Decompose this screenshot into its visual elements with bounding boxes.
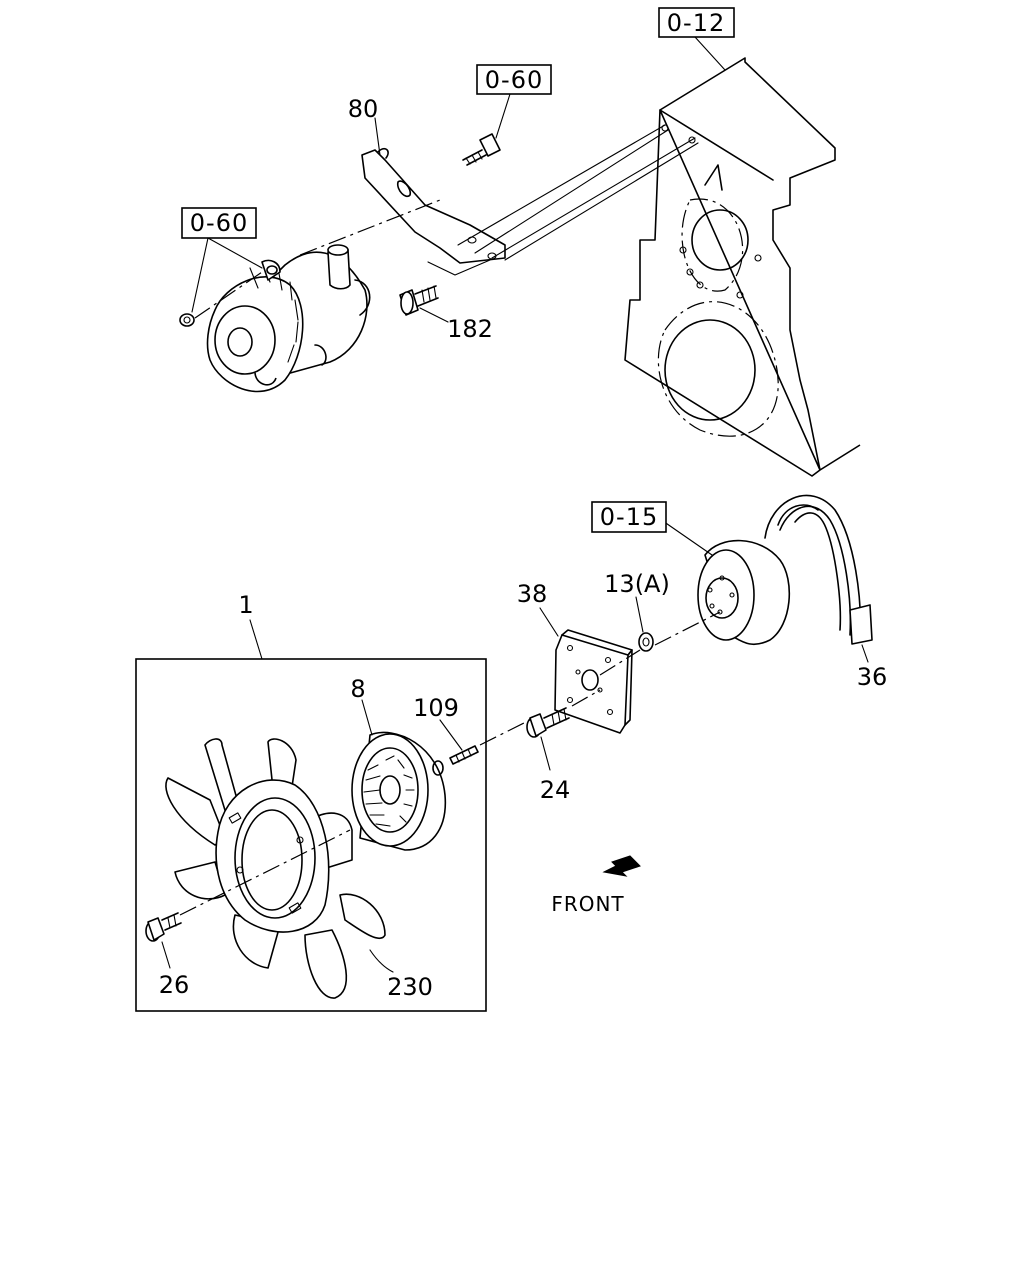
fan-assembly-callout: 1: [238, 591, 253, 619]
fan-bolt-leader: [161, 941, 171, 969]
plate-axis-line: [599, 649, 641, 676]
washer-leader: [635, 596, 644, 633]
engine-ref-label: 0-12: [667, 9, 725, 37]
pump-ref-label: 0-60: [190, 209, 248, 237]
bolt-axis-line: [571, 689, 601, 707]
spacer-plate: [554, 629, 633, 734]
bracket-guide-lower-b: [504, 142, 699, 261]
pump-nut: [179, 313, 195, 327]
pump-bolt-callout: 182: [447, 315, 493, 343]
pump-bolt: [399, 285, 439, 316]
fan-axis-line: [179, 829, 351, 916]
washer-callout: 13(A): [604, 570, 670, 598]
pump-bolt-leader: [419, 307, 449, 323]
bracket-ref-label: 0-60: [485, 66, 543, 94]
clutch-leader: [361, 699, 373, 736]
engine-ref-box: 0-12: [658, 7, 735, 38]
plate-bolt-callout: 24: [540, 776, 571, 804]
fan-bolt: [145, 912, 182, 942]
pump-ref-box: 0-60: [181, 207, 257, 239]
bracket-ref-leader: [495, 93, 511, 139]
belt-callout: 36: [857, 663, 888, 691]
pulley-ref-leader: [659, 518, 713, 556]
front-arrow-icon: [602, 855, 641, 877]
bracket-guide-upper-b: [474, 129, 669, 254]
fan-assembly-leader: [249, 619, 263, 660]
bracket-ref-box: 0-60: [476, 64, 552, 95]
pulley-ref-box: 0-15: [591, 501, 667, 533]
cooling-fan: [165, 738, 386, 999]
bracket-leader: [374, 117, 381, 156]
drive-belt: [764, 494, 873, 645]
pump-ref-leader: [191, 237, 263, 313]
stud-axis-line: [479, 719, 531, 746]
bracket-guide-upper: [457, 124, 666, 246]
fan-assembly-frame: [135, 658, 487, 1012]
plate-bolt-leader: [540, 736, 551, 771]
power-steering-pump: [206, 244, 371, 393]
bracket-axis-line: [299, 199, 441, 256]
stud-callout: 109: [413, 694, 459, 722]
bracket-callout: 80: [348, 95, 379, 123]
stud-leader: [439, 719, 463, 751]
washer: [638, 632, 654, 652]
plate-bolt: [526, 707, 570, 738]
water-pump-pulley: [697, 539, 791, 645]
pump-axis-line: [194, 269, 266, 319]
mounting-bracket: [361, 147, 506, 276]
plate-leader: [539, 607, 559, 637]
bracket-guide-lower: [491, 137, 696, 259]
fan-bolt-callout: 26: [159, 971, 190, 999]
plate-callout: 38: [517, 580, 548, 608]
engine-block: [624, 57, 861, 477]
engine-ref-leader: [694, 36, 726, 71]
stud: [449, 745, 479, 765]
belt-leader: [861, 644, 869, 663]
bracket-bolt: [462, 133, 501, 166]
pulley-axis-line: [654, 611, 721, 646]
fan-callout: 230: [387, 973, 433, 1001]
fan-leader: [369, 949, 394, 973]
front-label: FRONT: [551, 892, 624, 916]
fan-clutch: [351, 731, 447, 851]
pulley-ref-label: 0-15: [600, 503, 658, 531]
clutch-callout: 8: [350, 675, 365, 703]
